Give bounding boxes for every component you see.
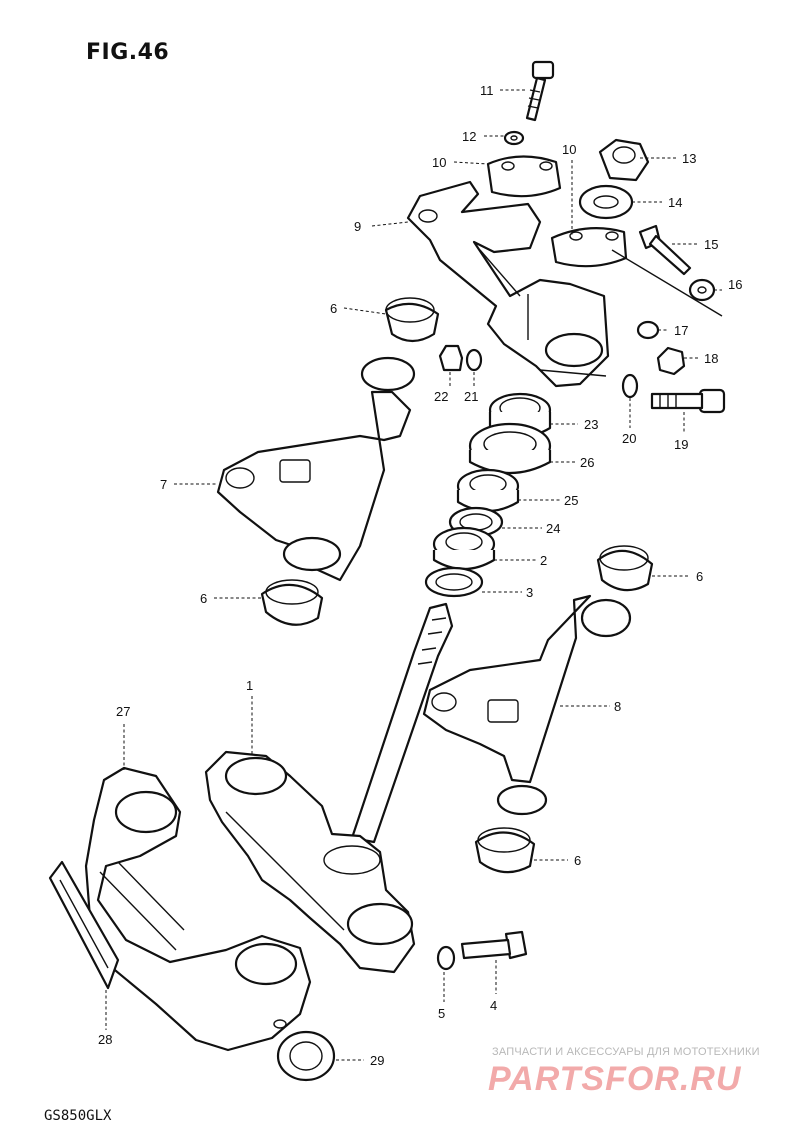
callout-10-left: 10 [432,155,446,170]
callout-14: 14 [668,195,682,210]
callout-10-right: 10 [562,142,576,157]
part-17-washer[interactable] [636,320,660,340]
part-6-damper-mid-right[interactable] [596,545,654,592]
callout-1: 1 [246,678,253,693]
callout-4: 4 [490,998,497,1013]
callout-13: 13 [682,151,696,166]
callout-29: 29 [370,1053,384,1068]
part-1-steering-stem[interactable] [204,602,454,974]
part-29-cap[interactable] [276,1030,336,1082]
part-5-washer[interactable] [436,945,456,971]
part-26-bearing-seal[interactable] [468,422,552,475]
part-8-headlight-bracket-right[interactable] [422,594,632,816]
callout-12: 12 [462,129,476,144]
model-code: GS850GLX [44,1108,112,1124]
watermark-brand: PARTSFOR.RU [488,1060,742,1098]
part-6-damper-mid-left[interactable] [260,579,324,626]
callout-18: 18 [704,351,718,366]
callout-17: 17 [674,323,688,338]
part-28-emblem-plate[interactable] [48,860,120,990]
callout-6-mid-right: 6 [696,569,703,584]
callout-3: 3 [526,585,533,600]
callout-6-mid-left: 6 [200,591,207,606]
callout-9: 9 [354,219,361,234]
part-18-nut[interactable] [656,346,686,376]
callout-2: 2 [540,553,547,568]
part-6-damper-upper-left[interactable] [384,297,440,343]
callout-23: 23 [584,417,598,432]
part-13-cap-nut[interactable] [598,138,650,182]
assembly-line-16 [611,249,723,317]
part-15-bolt[interactable] [638,224,692,276]
part-16-washer[interactable] [688,278,716,302]
callout-6-lower-right: 6 [574,853,581,868]
callout-15: 15 [704,237,718,252]
part-10-holder-upper-right[interactable] [550,227,628,268]
part-7-headlight-bracket-left[interactable] [216,356,416,582]
callout-26: 26 [580,455,594,470]
callout-7: 7 [160,477,167,492]
callout-22: 22 [434,389,448,404]
watermark-caption: ЗАПЧАСТИ И АКСЕССУАРЫ ДЛЯ МОТОТЕХНИКИ [492,1046,760,1058]
part-2-bearing-lower[interactable] [432,526,496,570]
part-10-holder-upper-left[interactable] [486,155,562,198]
callout-27: 27 [116,704,130,719]
part-25-bearing-race[interactable] [456,468,520,512]
part-19-bolt[interactable] [650,388,726,414]
figure-title: FIG.46 [86,40,170,65]
part-3-seal[interactable] [424,566,484,598]
callout-24: 24 [546,521,560,536]
callout-19: 19 [674,437,688,452]
callout-28: 28 [98,1032,112,1047]
part-21-washer[interactable] [465,348,483,372]
callout-11: 11 [480,83,494,98]
part-4-bolt[interactable] [460,930,528,960]
part-14-washer[interactable] [578,184,634,220]
callout-labels: 11 12 10 10 13 14 15 16 17 18 19 20 9 6 … [98,83,742,1068]
part-11-bolt[interactable] [525,60,555,122]
part-22-cap[interactable] [438,344,464,372]
callout-8: 8 [614,699,621,714]
part-12-washer[interactable] [503,130,525,146]
callout-5: 5 [438,1006,445,1021]
callout-20: 20 [622,431,636,446]
callout-25: 25 [564,493,578,508]
callout-21: 21 [464,389,478,404]
leader-lines [105,89,722,1061]
callout-16: 16 [728,277,742,292]
part-20-washer[interactable] [621,373,639,399]
part-6-damper-lower-right[interactable] [474,827,536,874]
part-9-holder-bracket[interactable] [406,180,610,388]
callout-6-upper-left: 6 [330,301,337,316]
